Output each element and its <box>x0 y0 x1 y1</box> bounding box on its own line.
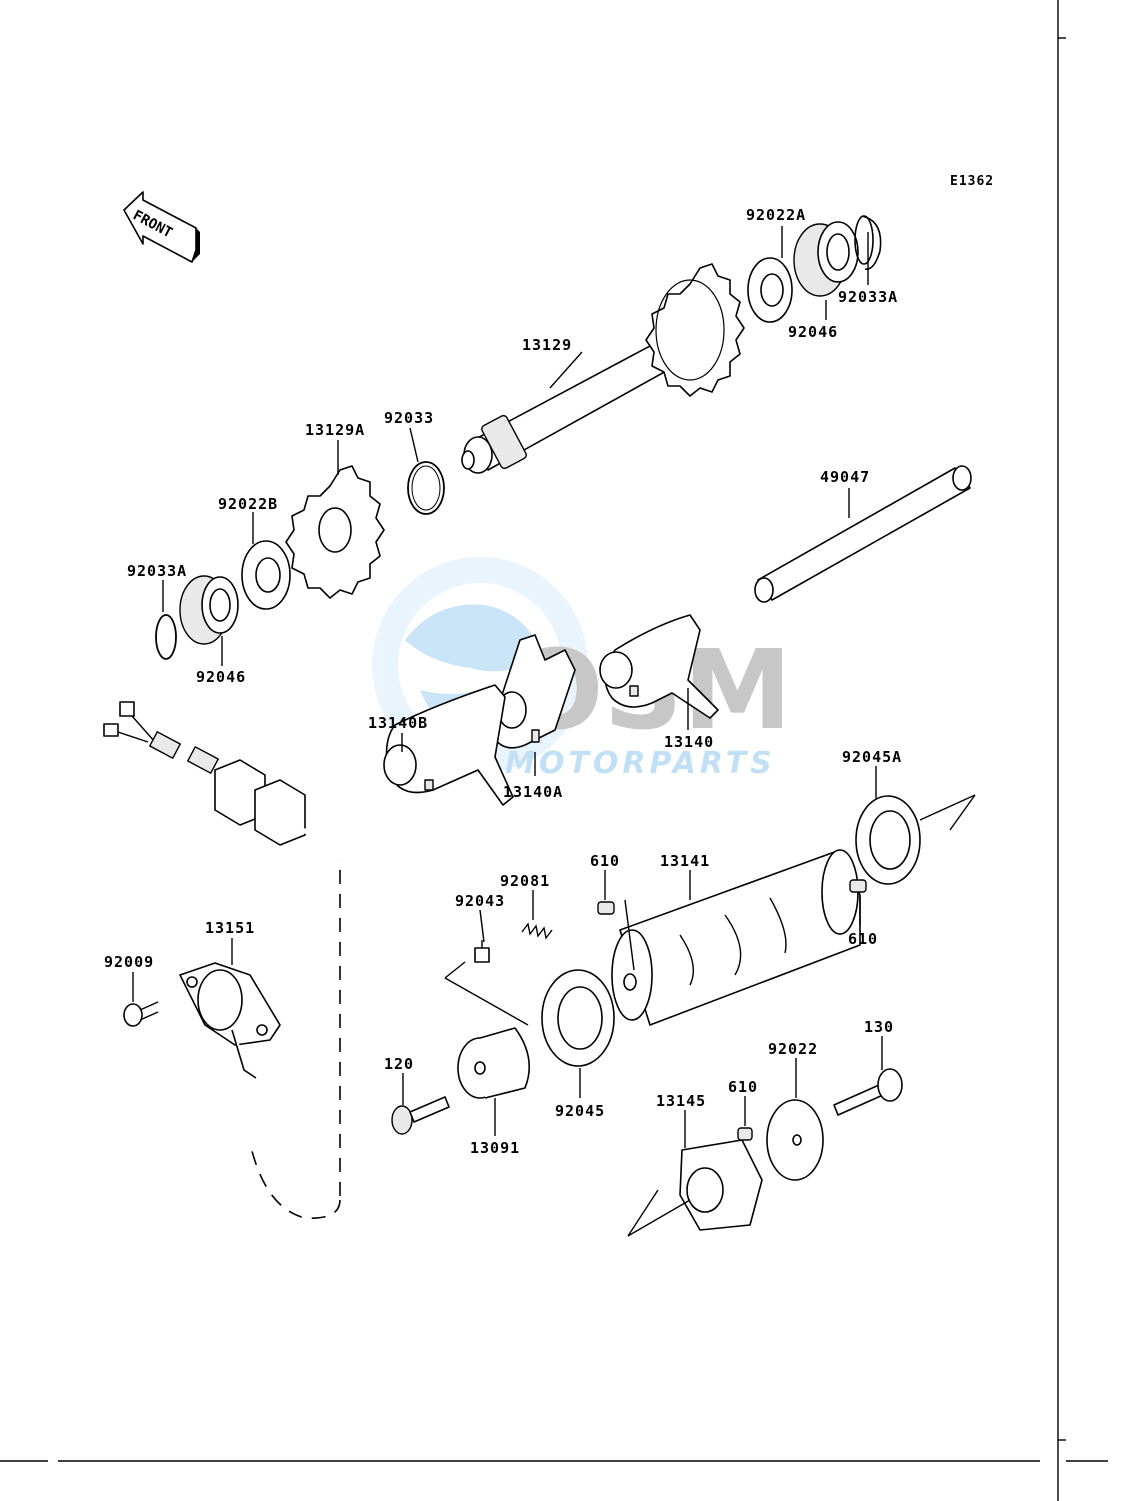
label-92022: 92022 <box>768 1040 818 1058</box>
label-92033A-top: 92033A <box>838 288 898 306</box>
spring-92081 <box>521 922 553 940</box>
plate-13145 <box>627 1139 763 1237</box>
label-92045: 92045 <box>555 1102 605 1120</box>
label-610-c: 610 <box>728 1078 758 1096</box>
label-49047: 49047 <box>820 468 870 486</box>
label-92046-top: 92046 <box>788 323 838 341</box>
bolt-130 <box>833 1068 903 1116</box>
watermark-brand: MOTORPARTS <box>505 746 776 781</box>
circlip-92033 <box>407 461 445 515</box>
washer-92022A <box>747 257 793 323</box>
pin-610-c <box>737 1127 753 1141</box>
bearing-92046-left <box>179 575 239 645</box>
label-13129A: 13129A <box>305 421 365 439</box>
label-13145: 13145 <box>656 1092 706 1110</box>
label-610-a: 610 <box>590 852 620 870</box>
label-13151: 13151 <box>205 919 255 937</box>
label-92022A: 92022A <box>746 206 806 224</box>
label-92009: 92009 <box>104 953 154 971</box>
cam-13091 <box>457 1027 531 1099</box>
label-13129: 13129 <box>522 336 572 354</box>
bearing-92045 <box>541 969 615 1067</box>
washer-92022 <box>766 1099 824 1181</box>
front-arrow-icon: FRONT <box>123 191 200 263</box>
label-92022B: 92022B <box>218 495 278 513</box>
circlip-92033A-top <box>854 215 882 270</box>
label-92033A-left: 92033A <box>127 562 187 580</box>
shift-rod-49047 <box>754 465 972 603</box>
shift-fork-13140B <box>383 684 514 806</box>
shift-drum-13141 <box>611 849 861 1026</box>
drum-axis-lines <box>919 794 976 831</box>
pin-610-b <box>849 879 867 893</box>
label-92045A: 92045A <box>842 748 902 766</box>
page-frame <box>0 0 1108 1501</box>
washer-92022B <box>241 540 291 610</box>
label-13141: 13141 <box>660 852 710 870</box>
label-13140: 13140 <box>664 733 714 751</box>
label-13140B: 13140B <box>368 714 428 732</box>
circlip-92033A-left <box>155 614 177 660</box>
label-13140A: 13140A <box>503 783 563 801</box>
label-92081: 92081 <box>500 872 550 890</box>
label-130: 130 <box>864 1018 894 1036</box>
shift-fork-13140 <box>599 614 719 719</box>
label-610-b: 610 <box>848 930 878 948</box>
label-92043: 92043 <box>455 892 505 910</box>
pin-610-a <box>597 901 615 915</box>
screw-92009 <box>123 1001 159 1027</box>
neutral-switch-13151 <box>179 962 281 1079</box>
bearing-92046-top <box>793 221 859 297</box>
label-120: 120 <box>384 1055 414 1073</box>
gear-13129A <box>285 465 385 599</box>
gear-13129-shaft <box>461 263 745 474</box>
label-92033: 92033 <box>384 409 434 427</box>
bolt-120 <box>391 1096 450 1135</box>
diagram-code: E1362 <box>950 174 994 189</box>
bearing-92045A <box>855 795 921 885</box>
label-13091: 13091 <box>470 1139 520 1157</box>
label-92046-left: 92046 <box>196 668 246 686</box>
pin-92043 <box>444 940 529 1026</box>
neutral-switch-harness <box>103 701 343 1219</box>
leader-lines <box>132 226 883 1148</box>
